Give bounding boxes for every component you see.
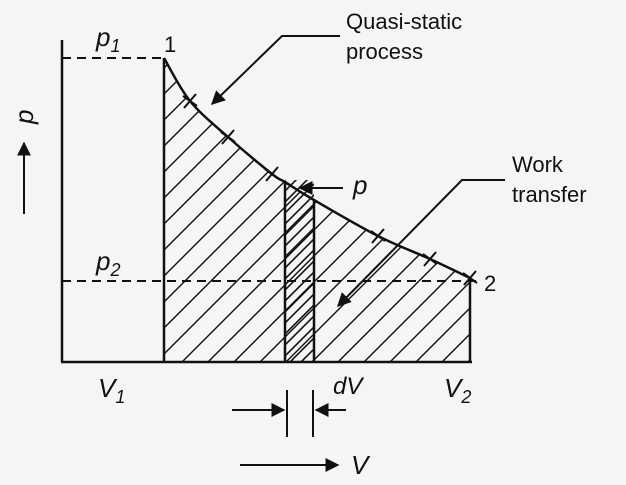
strip-hatch-line bbox=[285, 226, 314, 259]
hatch-line bbox=[164, 58, 470, 362]
point-2-label: 2 bbox=[484, 271, 496, 296]
hatch-line bbox=[164, 58, 207, 362]
strip-hatch-line bbox=[285, 204, 314, 237]
v1-label: V1 bbox=[98, 373, 125, 407]
hatch-line bbox=[164, 58, 470, 362]
work-transfer-leader-arrow bbox=[337, 179, 505, 307]
work-transfer-label-line2: transfer bbox=[512, 182, 587, 207]
hatch-line bbox=[273, 58, 470, 362]
hatch-line bbox=[299, 58, 470, 362]
v2-label: V2 bbox=[444, 373, 471, 407]
hatch-line bbox=[164, 58, 470, 362]
point-1-label: 1 bbox=[164, 32, 176, 57]
quasi-static-leader-arrow bbox=[210, 35, 340, 105]
hatch-line bbox=[164, 58, 233, 362]
quasi-static-label-line2: process bbox=[346, 39, 423, 64]
strip-hatch-line bbox=[0, 0, 399, 400]
hatch-line bbox=[164, 58, 181, 362]
p-strip-label: p bbox=[352, 170, 367, 200]
hatch-line bbox=[164, 58, 259, 362]
hatch-line bbox=[164, 58, 311, 362]
dv-label: dV bbox=[333, 373, 364, 400]
p1-label: p1 bbox=[95, 22, 120, 56]
state-mark bbox=[182, 95, 198, 107]
strip-hatch-line bbox=[285, 314, 314, 347]
hatch-line bbox=[351, 58, 470, 362]
state-mark bbox=[370, 230, 386, 242]
state-mark bbox=[422, 253, 438, 265]
hatch-line bbox=[164, 58, 285, 362]
strip-hatch-line bbox=[285, 325, 314, 358]
work-transfer-label-line1: Work bbox=[512, 152, 564, 177]
state-mark bbox=[264, 168, 280, 180]
strip-hatch-line bbox=[0, 0, 322, 400]
strip-hatch-line bbox=[285, 182, 314, 215]
p-axis-label: p bbox=[9, 110, 39, 125]
strip-hatch-line bbox=[285, 193, 314, 226]
v-axis-label: V bbox=[351, 450, 371, 480]
strip-hatch-line bbox=[0, 0, 300, 400]
strip-hatch-line bbox=[0, 0, 311, 400]
quasi-static-state-marks bbox=[182, 93, 478, 286]
strip-hatch-line bbox=[285, 180, 309, 204]
process-curve bbox=[162, 57, 471, 280]
strip-hatch-line bbox=[0, 0, 388, 400]
hatch-line bbox=[325, 58, 470, 362]
quasi-static-label-line1: Quasi-static bbox=[346, 9, 462, 34]
hatch-line bbox=[377, 58, 470, 362]
p2-label: p2 bbox=[95, 246, 120, 280]
state-mark bbox=[220, 131, 236, 143]
hatch-line bbox=[164, 58, 389, 362]
